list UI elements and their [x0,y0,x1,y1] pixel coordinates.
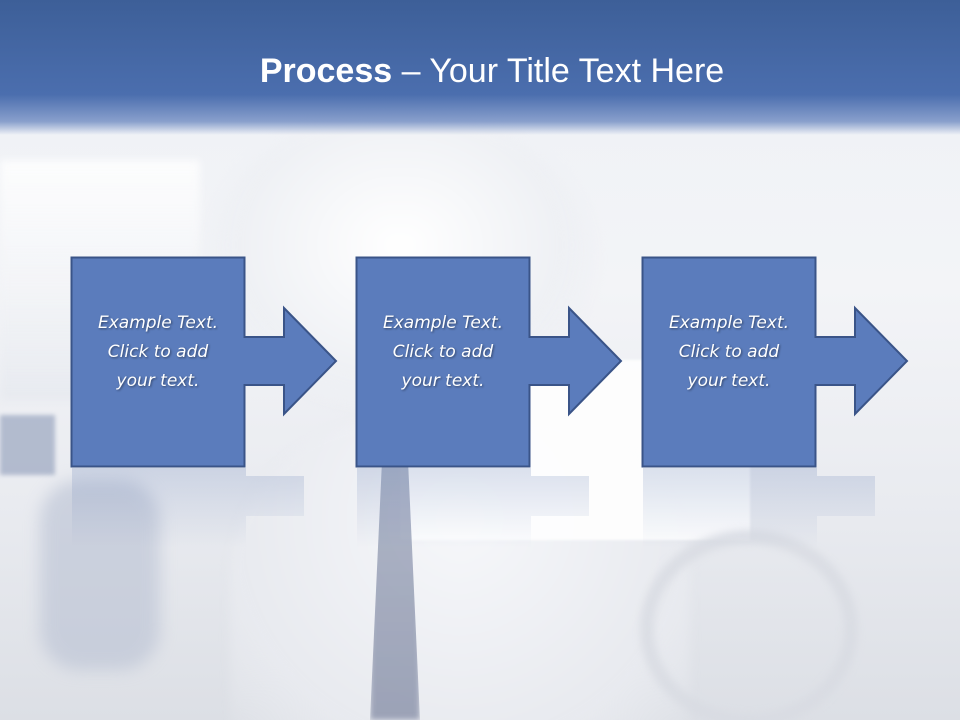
background-hand [640,530,858,720]
step-3-reflection [643,468,875,548]
process-step-3[interactable]: Example Text. Click to add your text. [641,256,932,468]
title-rest: – Your Title Text Here [392,52,725,90]
arrow-box-shape [355,256,623,468]
background-monitor [0,415,55,475]
process-step-1[interactable]: Example Text. Click to add your text. [70,256,361,468]
step-2-reflection [357,468,589,548]
step-2-text: Example Text. Click to add your text. [382,313,504,391]
process-step-2[interactable]: Example Text. Click to add your text. [355,256,646,468]
step-1-text: Example Text. Click to add your text. [97,313,219,391]
step-3-text: Example Text. Click to add your text. [668,313,790,391]
step-1-reflection [72,468,304,548]
title-bar: Process – Your Title Text Here [0,0,960,135]
title-bold: Process [259,52,393,90]
arrow-box-shape [70,256,338,468]
arrow-box-shape [641,256,909,468]
slide-title[interactable]: Process – Your Title Text Here [0,52,960,91]
